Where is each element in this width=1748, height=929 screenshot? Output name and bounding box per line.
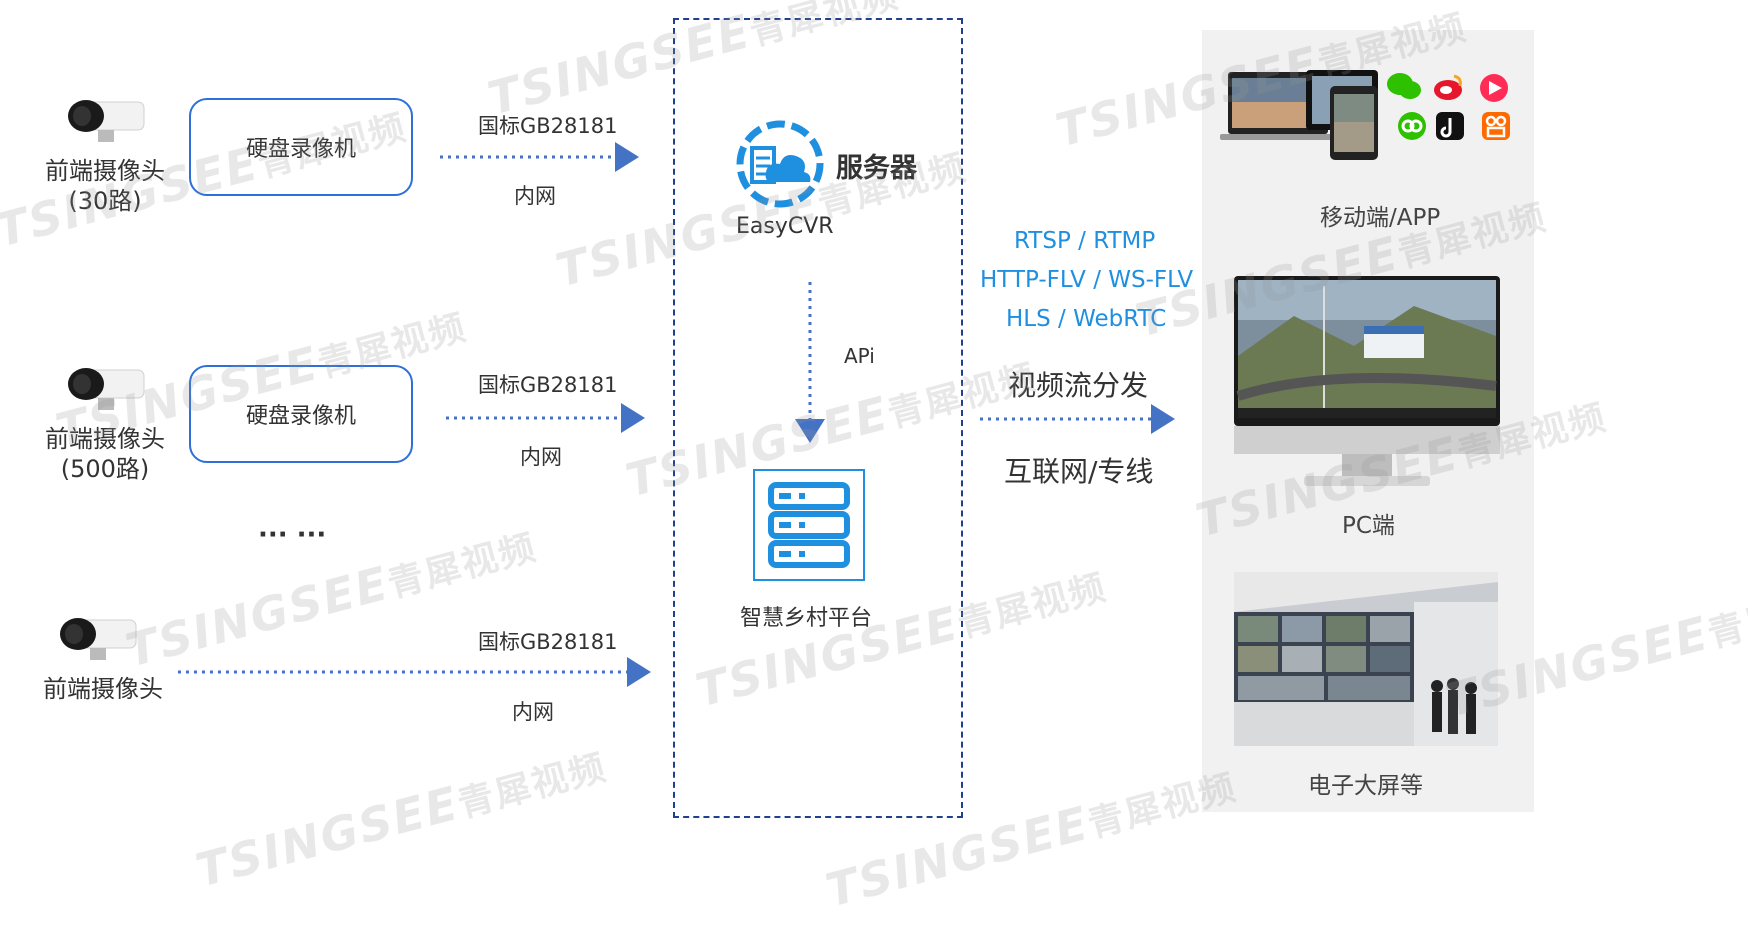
camera-icon xyxy=(68,368,145,410)
ellipsis: ··· ··· xyxy=(258,520,327,550)
camera-label: 前端摄像头 (500路) xyxy=(45,425,165,483)
api-label: APi xyxy=(844,344,875,368)
protocol-line: RTSP / RTMP xyxy=(1014,228,1156,254)
nvr-box: 硬盘录像机 xyxy=(189,98,413,196)
protocol-line: HTTP-FLV / WS-FLV xyxy=(980,267,1194,293)
destination-screen-label: 电子大屏等 xyxy=(1308,773,1423,799)
link-protocol-label: 国标GB28181 xyxy=(478,630,618,654)
server-title: 服务器 xyxy=(836,153,917,184)
app-icons xyxy=(1387,73,1510,140)
protocol-line: HLS / WebRTC xyxy=(1006,306,1167,332)
camera-label: 前端摄像头 (30路) xyxy=(45,157,165,215)
nvr-label: 硬盘录像机 xyxy=(245,404,356,429)
destination-pc-label: PC端 xyxy=(1342,513,1395,539)
nvr-box: 硬盘录像机 xyxy=(189,365,413,463)
video-app-icon xyxy=(1480,74,1508,102)
destination-mobile-label: 移动端/APP xyxy=(1320,205,1441,231)
distribution-label: 视频流分发 xyxy=(1008,369,1149,402)
platform-icon xyxy=(753,469,865,581)
link-protocol-label: 国标GB28181 xyxy=(478,114,618,138)
kuaishou-icon xyxy=(1482,112,1510,140)
big-screen-photo xyxy=(1234,572,1498,746)
pc-monitor-icon xyxy=(1234,276,1500,486)
link-network-label: 内网 xyxy=(512,700,554,724)
miniprogram-icon xyxy=(1398,112,1426,140)
server-name: EasyCVR xyxy=(736,214,834,239)
link-protocol-label: 国标GB28181 xyxy=(478,373,618,397)
distribution-channel: 互联网/专线 xyxy=(1004,455,1154,488)
devices-icon xyxy=(1220,70,1378,160)
platform-name: 智慧乡村平台 xyxy=(740,606,873,631)
weibo-icon xyxy=(1434,74,1462,100)
nvr-label: 硬盘录像机 xyxy=(245,137,356,162)
server-zone-dashed-box xyxy=(673,18,963,818)
camera-label: 前端摄像头 xyxy=(43,675,163,703)
tiktok-icon xyxy=(1436,112,1464,140)
link-network-label: 内网 xyxy=(514,184,556,208)
server-cloud-icon xyxy=(736,120,824,208)
link-network-label: 内网 xyxy=(520,445,562,469)
wechat-icon xyxy=(1387,73,1421,99)
camera-icon xyxy=(60,618,137,660)
camera-icon xyxy=(68,100,145,142)
server-rack-icon xyxy=(768,482,850,568)
